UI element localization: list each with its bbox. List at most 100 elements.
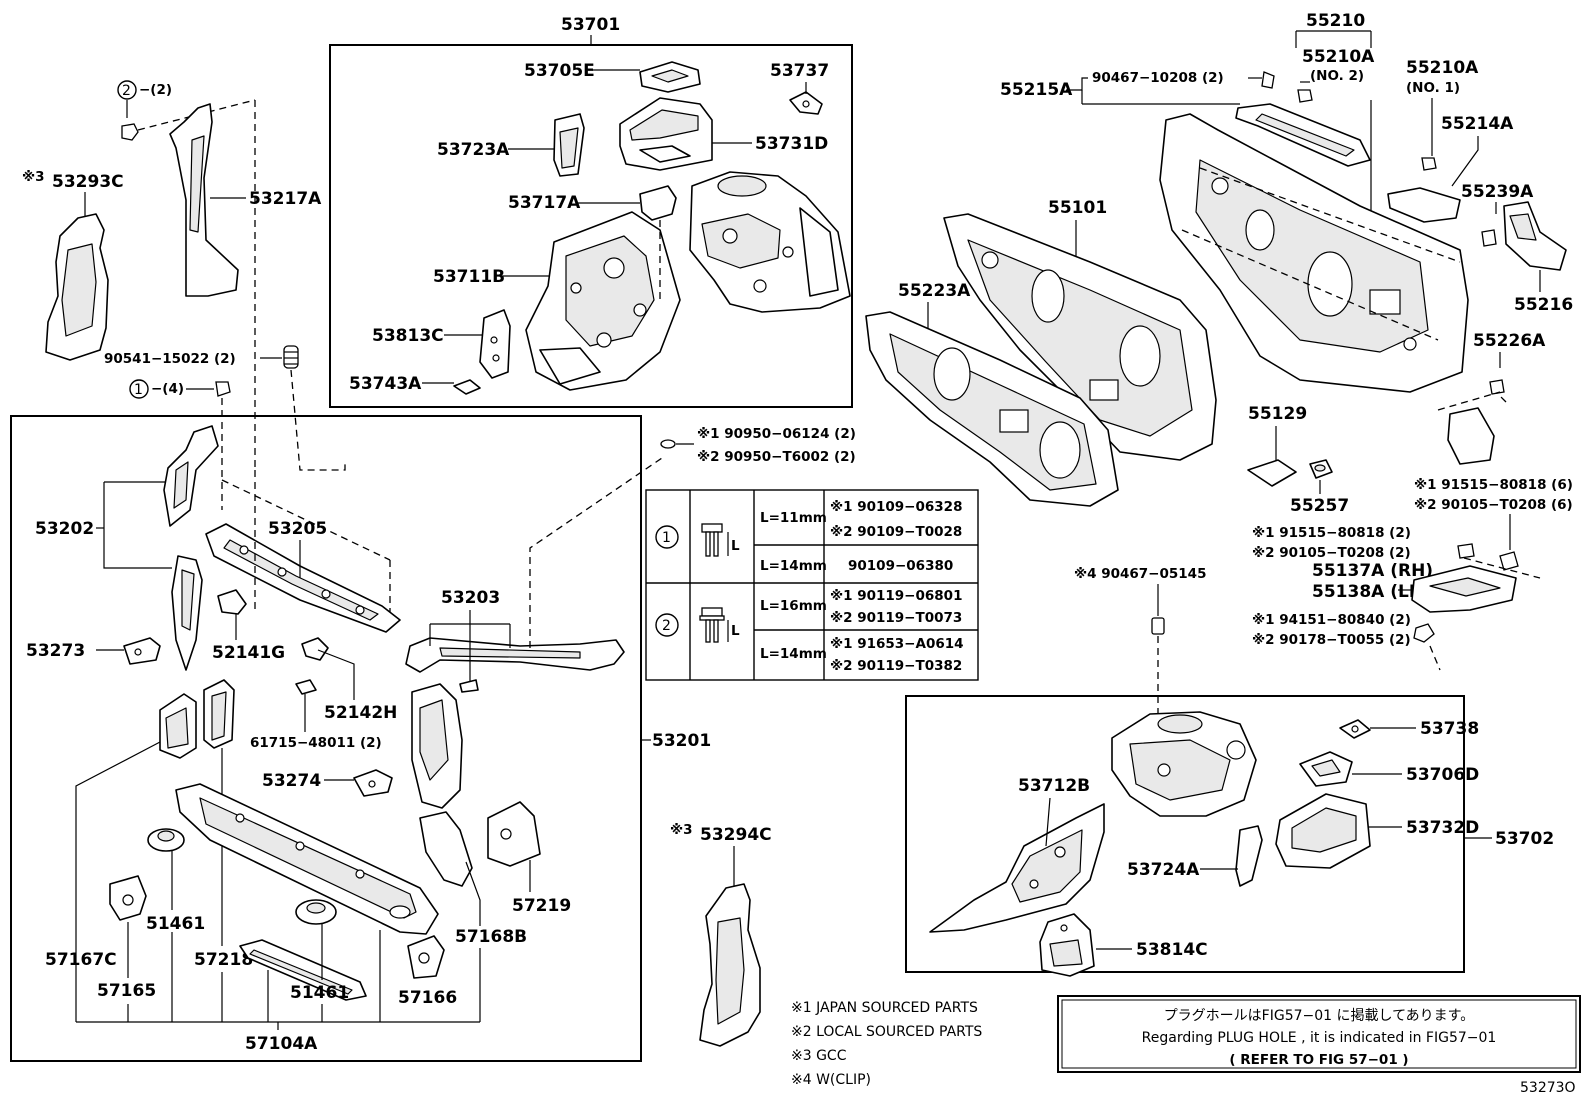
label-90950-T6002: ※2 90950−T6002 (2) (697, 449, 856, 465)
label-90541-15022: 90541−15022 (2) (104, 351, 236, 367)
plug-hole-note: プラグホールはFIG57−01 に掲載してあります。 Regarding PLU… (1057, 995, 1581, 1073)
label-53724A: 53724A (1127, 860, 1200, 880)
label-55223A: 55223A (898, 281, 971, 301)
part-53203-upper-tie-extension (405, 637, 625, 673)
table-symbol-1: 1 (662, 530, 671, 546)
circle-2-qty: −(2) (139, 82, 172, 98)
label-53737: 53737 (770, 61, 829, 81)
part-53814C-bracket (1039, 913, 1095, 977)
part-53274-bracket (353, 769, 393, 797)
assembly-label-53702: 53702 (1495, 829, 1554, 849)
label-53723A: 53723A (437, 140, 510, 160)
label-53203: 53203 (441, 588, 500, 608)
assembly-label-53201: 53201 (652, 731, 711, 751)
label-53711B: 53711B (433, 267, 505, 287)
svg-text:2: 2 (122, 83, 131, 99)
label-91515-80818-6: ※1 91515−80818 (6) (1414, 477, 1573, 493)
label-57218: 57218 (194, 950, 253, 970)
part-55137A-bracket (1411, 565, 1517, 613)
label-61715-48011: 61715−48011 (2) (250, 735, 382, 751)
circle-1-qty: −(4) (151, 381, 184, 397)
part-57165-reinforcement (239, 939, 367, 1001)
part-53705E-bracket (639, 61, 701, 93)
label-53706D: 53706D (1406, 765, 1479, 785)
label-53738: 53738 (1420, 719, 1479, 739)
label-55216: 55216 (1514, 295, 1573, 315)
bolt-icon (1499, 551, 1519, 571)
label-52141G: 52141G (212, 643, 285, 663)
label-53205: 53205 (268, 519, 327, 539)
part-55215A-cowl-panel (1235, 103, 1371, 167)
part-53732D-apron-reinforcement (1275, 793, 1371, 869)
part-61715-clip (295, 679, 317, 695)
table-part-1: ※1 90109−06328 (830, 499, 962, 515)
legend: ※1 JAPAN SOURCED PARTS ※2 LOCAL SOURCED … (791, 1000, 982, 1088)
label-53731D: 53731D (755, 134, 828, 154)
table-length-6: L=14mm (760, 646, 827, 662)
part-53701-apron-assembly (689, 171, 851, 313)
label-53293C: 53293C (52, 172, 124, 192)
label-90467-05145: ※4 90467−05145 (1074, 566, 1206, 582)
part-55210A-no2-clip (1297, 89, 1313, 103)
bolt-icon (1457, 543, 1475, 559)
label-90950-06124: ※1 90950−06124 (2) (697, 426, 856, 442)
part-53217A-support (169, 103, 239, 297)
label-53202: 53202 (35, 519, 94, 539)
part-90950-plug (660, 439, 676, 449)
part-52142H-bracket (301, 637, 329, 661)
label-53814C: 53814C (1136, 940, 1208, 960)
label-57219: 57219 (512, 896, 571, 916)
table-length-3: L=14mm (760, 558, 827, 574)
nut-icon (1413, 623, 1435, 643)
label-57168B: 57168B (455, 927, 527, 947)
label-53813C: 53813C (372, 326, 444, 346)
label-55215A: 55215A (1000, 80, 1073, 100)
label-53294C: 53294C (700, 825, 772, 845)
label-55137A-RH: 55137A (RH) (1312, 561, 1433, 581)
label-57167C: 57167C (45, 950, 117, 970)
part-57104A-radiator-lower-support (175, 783, 439, 935)
assembly-label-53701: 53701 (561, 15, 620, 35)
note-line-1: プラグホールはFIG57−01 に掲載してあります。 (1164, 1008, 1475, 1024)
circle-1-symbol: 1 (129, 379, 149, 399)
label-53294C-mark: ※3 (670, 822, 693, 838)
part-55257-grommet (1309, 459, 1333, 479)
part-55239A-clip (1481, 229, 1497, 247)
legend-item-2: ※2 LOCAL SOURCED PARTS (791, 1024, 982, 1040)
table-part-7: ※2 90119−T0382 (830, 658, 962, 674)
part-53813C-bracket (479, 309, 511, 379)
note-line-3: ( REFER TO FIG 57−01 ) (1229, 1052, 1408, 1068)
part-53711B-apron-panel (525, 211, 681, 391)
label-55239A: 55239A (1461, 182, 1534, 202)
part-55214A-seal (1387, 187, 1461, 223)
part-53743A-clip (453, 379, 481, 395)
table-part-6: ※1 91653−A0614 (830, 636, 964, 652)
part-55101-dash-panel (943, 213, 1217, 461)
label-94151-80840: ※1 94151−80840 (2) (1252, 612, 1411, 628)
part-55210A-no1-clip (1421, 157, 1437, 171)
table-part-2: ※2 90109−T0028 (830, 524, 962, 540)
label-51461-a: 51461 (146, 914, 205, 934)
label-51461-b: 51461 (290, 983, 349, 1003)
label-53705E: 53705E (524, 61, 595, 81)
part-53737-clip (789, 91, 823, 115)
part-55223A-outer-insulator (865, 311, 1119, 507)
label-53732D: 53732D (1406, 818, 1479, 838)
label-53712B: 53712B (1018, 776, 1090, 796)
legend-item-3: ※3 GCC (791, 1048, 847, 1064)
label-57165: 57165 (97, 981, 156, 1001)
part-53712B-apron-panel (929, 803, 1105, 933)
bolt-icon (121, 123, 139, 141)
part-55216-insulator (1503, 201, 1567, 271)
table-symbol-2: 2 (662, 618, 671, 634)
assembly-frame-53201 (10, 415, 642, 1062)
label-55210A-no2: 55210A (1302, 47, 1375, 67)
part-51461-mount-b (295, 899, 337, 925)
label-55210A-no1: 55210A (1406, 58, 1479, 78)
label-53743A: 53743A (349, 374, 422, 394)
label-55210A-no2-sub: (NO. 2) (1310, 68, 1364, 84)
part-57166-bracket (407, 935, 445, 979)
label-52142H: 52142H (324, 703, 397, 723)
label-55101: 55101 (1048, 198, 1107, 218)
